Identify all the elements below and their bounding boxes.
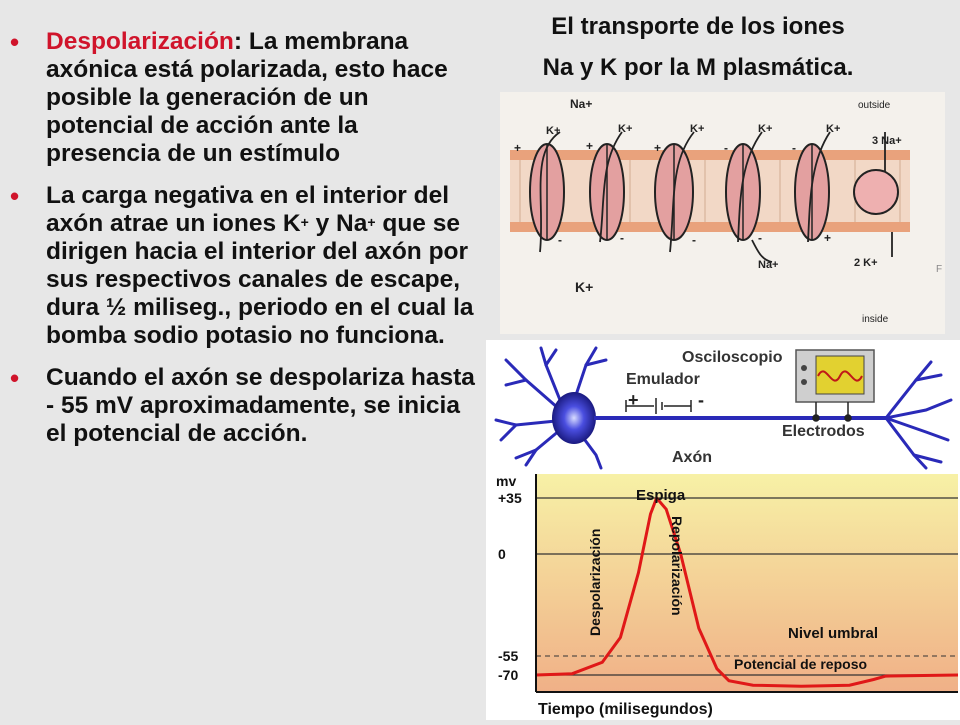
electrodes-label: Electrodos bbox=[782, 423, 865, 440]
electrode-wires bbox=[812, 402, 852, 422]
lipid-heads-bottom bbox=[510, 222, 910, 232]
membrane-transport-figure: Na+ outside K+ K+ K+ K+ K+ 3 Na+ Na+ 2 K… bbox=[500, 92, 945, 334]
y-tick-label: -70 bbox=[498, 667, 518, 683]
bullet-item-negative-charge: • La carga negativa en el interior del a… bbox=[8, 182, 478, 350]
spike-annotation: Espiga bbox=[636, 487, 686, 504]
bullet-text-3: Cuando el axón se despolariza hasta - 55… bbox=[46, 364, 475, 447]
k-label-2: K+ bbox=[618, 123, 632, 135]
bullet-text-1: : La membrana axónica está polarizada, e… bbox=[46, 28, 448, 167]
repolarization-annotation: Repolarización bbox=[669, 516, 685, 616]
svg-text:-: - bbox=[558, 233, 562, 247]
action-potential-chart: +35 0 -55 -70 mv Tiempo (milisegundos) Espi… bbox=[486, 470, 960, 720]
superscript-plus: + bbox=[300, 214, 309, 230]
plus-sign: + bbox=[628, 390, 639, 410]
y-tick-labels: +35 0 -55 -70 bbox=[498, 490, 522, 683]
svg-text:+: + bbox=[824, 231, 831, 245]
emulator-circuit bbox=[625, 398, 692, 414]
axon-label: Axón bbox=[672, 449, 712, 466]
bullet-item-threshold: • Cuando el axón se despolariza hasta - … bbox=[8, 364, 478, 448]
bullet-keyword: Despolarización bbox=[46, 28, 234, 55]
resting-annotation: Potencial de reposo bbox=[734, 656, 867, 672]
minus-sign: - bbox=[698, 390, 704, 410]
oscilloscope-label: Osciloscopio bbox=[682, 349, 783, 366]
three-na-label: 3 Na+ bbox=[872, 135, 902, 147]
outside-label: outside bbox=[858, 100, 891, 111]
lipid-bilayer bbox=[510, 150, 910, 232]
depolarization-annotation: Despolarización bbox=[587, 529, 603, 636]
membrane-diagram: Na+ outside K+ K+ K+ K+ K+ 3 Na+ Na+ 2 K… bbox=[510, 97, 942, 325]
bullet-list: • Despolarización: La membrana axónica e… bbox=[8, 28, 478, 462]
bullet-icon: • bbox=[10, 181, 20, 211]
bullet-text-2c: que se dirigen hacia el interior del axó… bbox=[46, 210, 474, 349]
neuron-soma bbox=[552, 392, 596, 444]
na-top-label: Na+ bbox=[570, 97, 592, 111]
neuron-diagram: Osciloscopio Emulador + - Electrodos Axó… bbox=[494, 346, 953, 470]
threshold-annotation: Nivel umbral bbox=[788, 625, 878, 642]
na-bottom-label: Na+ bbox=[758, 259, 779, 271]
svg-text:-: - bbox=[620, 231, 624, 245]
k-label-3: K+ bbox=[690, 123, 704, 135]
neuron-setup-figure: Osciloscopio Emulador + - Electrodos Axó… bbox=[486, 340, 960, 470]
charge-signs: + + + - - - - - - + bbox=[514, 139, 831, 247]
svg-text:-: - bbox=[792, 141, 796, 155]
f-label: F bbox=[936, 264, 942, 275]
bullet-icon: • bbox=[10, 27, 20, 57]
svg-text:+: + bbox=[654, 141, 661, 155]
y-axis-label: mv bbox=[496, 473, 516, 489]
k-label-5: K+ bbox=[826, 123, 840, 135]
lipid-heads-top bbox=[510, 150, 910, 160]
action-potential-curve bbox=[535, 495, 959, 688]
svg-text:-: - bbox=[724, 141, 728, 155]
k-label-1: K+ bbox=[546, 125, 560, 137]
inside-label: inside bbox=[862, 314, 889, 325]
bullet-icon: • bbox=[10, 363, 20, 393]
svg-text:+: + bbox=[514, 141, 521, 155]
axon-terminals bbox=[884, 360, 953, 470]
y-tick-label: 0 bbox=[498, 546, 506, 562]
bullet-text-2a: La carga negativa en el interior del axó… bbox=[46, 182, 450, 237]
y-tick-label: -55 bbox=[498, 648, 518, 664]
emulator-label: Emulador bbox=[626, 371, 700, 388]
bullet-text-2b: y Na bbox=[308, 210, 368, 237]
action-potential-svg: +35 0 -55 -70 mv Tiempo (milisegundos) Espi… bbox=[486, 470, 960, 720]
k-label-4: K+ bbox=[758, 123, 772, 135]
bullet-item-depolarization: • Despolarización: La membrana axónica e… bbox=[8, 28, 478, 168]
k-bottom-label: K+ bbox=[575, 279, 593, 295]
y-tick-label: +35 bbox=[498, 490, 522, 506]
superscript-plus: + bbox=[367, 214, 376, 230]
slide-title: El transporte de los iones Na y K por la… bbox=[478, 6, 918, 88]
svg-text:-: - bbox=[758, 231, 762, 245]
sodium-potassium-pump bbox=[853, 169, 899, 215]
two-k-label: 2 K+ bbox=[854, 257, 878, 269]
svg-text:-: - bbox=[692, 233, 696, 247]
title-line-2: Na y K por la M plasmática. bbox=[542, 54, 854, 81]
ion-arrows bbox=[539, 131, 893, 263]
title-line-1: El transporte de los iones bbox=[551, 13, 845, 40]
svg-text:+: + bbox=[586, 139, 593, 153]
ion-channels bbox=[529, 143, 899, 241]
oscilloscope-wave bbox=[817, 370, 863, 382]
x-axis-label: Tiempo (milisegundos) bbox=[538, 701, 713, 718]
